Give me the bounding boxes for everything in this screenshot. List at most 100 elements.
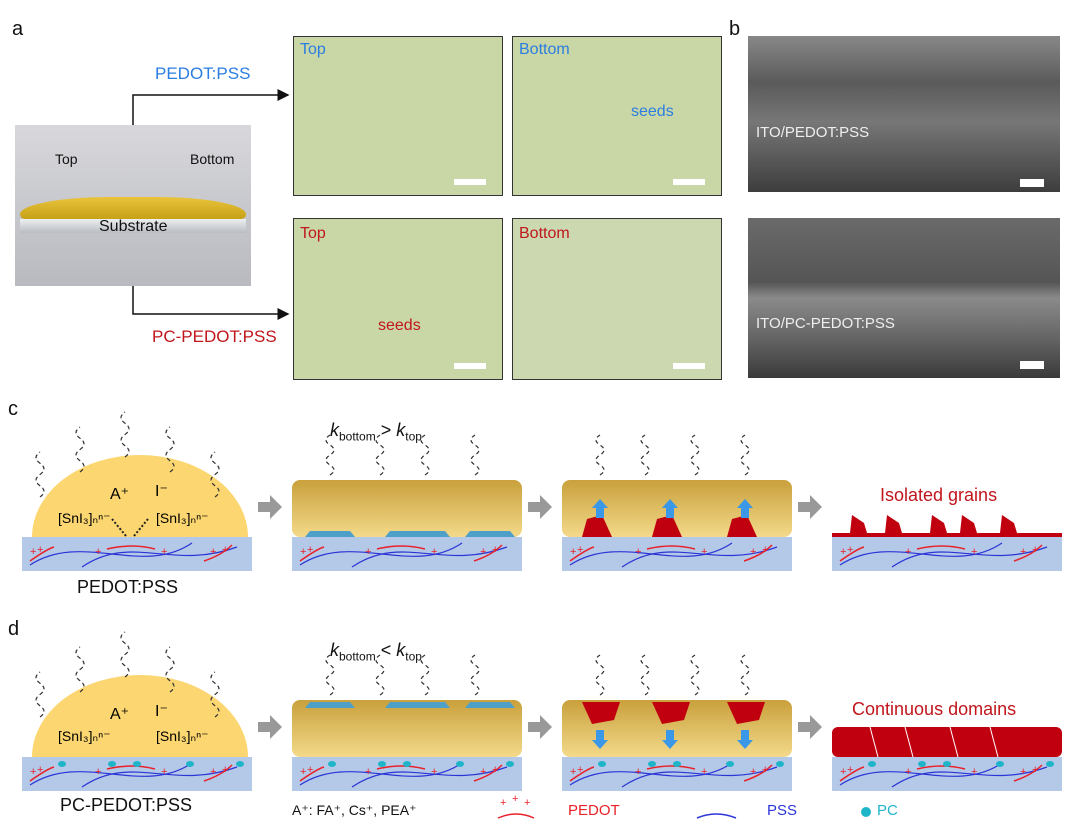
plus-charge: +	[300, 766, 306, 778]
pc-particle	[673, 761, 681, 767]
plus-charge: +	[701, 546, 707, 558]
substrate-glass	[20, 219, 246, 233]
plus-charge: +	[577, 764, 583, 776]
pss-chain	[891, 546, 1048, 568]
plus-charge: +	[570, 546, 576, 558]
plus-charge: +	[222, 764, 228, 776]
cation-label: A⁺	[110, 486, 130, 503]
pedot-chain	[29, 546, 55, 562]
result-label-c: Isolated grains	[880, 485, 998, 505]
plus-charge: +	[570, 766, 576, 778]
process-arrow	[798, 715, 822, 739]
pedot-chain	[916, 545, 966, 550]
pc-particle	[133, 761, 141, 767]
substrate-label: Substrate	[99, 218, 168, 235]
plus-charge: +	[701, 766, 707, 778]
seeds-label: seeds	[378, 317, 421, 334]
branch-arrow-upper	[132, 89, 290, 125]
grain-boundary	[989, 726, 999, 758]
plus-charge: +	[635, 766, 641, 778]
pc-particle	[506, 761, 514, 767]
grain	[582, 702, 620, 724]
pss-chain	[81, 546, 238, 568]
pc-particle	[726, 761, 734, 767]
pc-particle	[236, 761, 244, 767]
vapor-wave	[470, 654, 480, 696]
isolated-grain	[885, 515, 902, 533]
vapor-wave	[165, 646, 175, 693]
grain	[652, 702, 690, 724]
wet-film	[292, 700, 522, 757]
isolated-grain	[930, 515, 947, 533]
nucleation-seed	[385, 702, 450, 708]
plus-charge: +	[1020, 546, 1026, 558]
plus-charge: +	[95, 546, 101, 558]
growth-arrow-down	[662, 730, 678, 749]
pedot-chain	[743, 764, 773, 782]
plus-charge: +	[161, 546, 167, 558]
isolated-grain	[960, 515, 977, 533]
plus-charge: +	[512, 793, 518, 805]
grain-boundary	[869, 726, 879, 758]
pedot-chain	[646, 545, 696, 550]
sni3-label-right: [SnI₃]ₙⁿ⁻	[156, 510, 209, 526]
pedot-chain	[839, 766, 865, 782]
plus-charge: +	[307, 544, 313, 556]
nucleation-seed	[465, 702, 515, 708]
legend-cations: A⁺: FA⁺, Cs⁺, PEA⁺	[292, 802, 417, 818]
pedot-chain	[473, 544, 503, 562]
scale-bar	[454, 363, 486, 369]
nucleation-seed	[465, 531, 515, 537]
panel-label-d: d	[8, 618, 20, 640]
plus-charge: +	[847, 764, 853, 776]
perovskite-base	[832, 533, 1062, 537]
pss-chain	[621, 546, 778, 568]
nucleation-seed	[305, 531, 355, 537]
vapor-wave	[740, 434, 750, 476]
plus-charge: +	[840, 546, 846, 558]
pss-chain	[351, 546, 508, 568]
plus-charge: +	[431, 766, 437, 778]
process-arrow	[798, 495, 822, 519]
pc-particle	[598, 761, 606, 767]
plus-charge: +	[905, 766, 911, 778]
bottom-label: Bottom	[190, 151, 235, 167]
process-arrow	[258, 715, 282, 739]
plus-charge: +	[222, 544, 228, 556]
iodide-label: I⁻	[155, 483, 168, 500]
vapor-wave	[120, 411, 130, 458]
grain-boundary	[904, 726, 914, 758]
plus-charge: +	[307, 764, 313, 776]
vapor-wave	[740, 654, 750, 696]
plus-charge: +	[210, 546, 216, 558]
legend-pedot: PEDOT	[568, 802, 620, 819]
vapor-wave	[640, 654, 650, 696]
plus-charge: +	[750, 546, 756, 558]
pedot-chain	[376, 545, 426, 550]
plus-charge: +	[762, 764, 768, 776]
plus-charge: +	[1032, 764, 1038, 776]
plus-charge: +	[30, 766, 36, 778]
substrate-label-d: PC-PEDOT:PSS	[60, 795, 193, 815]
legend-pss: PSS	[767, 802, 798, 819]
iodide-label: I⁻	[155, 703, 168, 720]
micrograph-label: Top	[300, 41, 326, 58]
result-label-d: Continuous domains	[852, 699, 1017, 719]
scale-bar	[673, 363, 705, 369]
growth-arrow-up	[592, 499, 608, 518]
pc-particle	[58, 761, 66, 767]
pss-chain	[621, 766, 778, 788]
growth-arrow-down	[737, 730, 753, 749]
scale-bar	[1020, 361, 1044, 369]
vapor-wave	[75, 646, 85, 693]
plus-charge: +	[365, 546, 371, 558]
pc-particle	[456, 761, 464, 767]
pc-particle	[403, 761, 411, 767]
grain	[582, 515, 612, 537]
pss-chain	[351, 766, 508, 788]
isolated-grain	[1000, 515, 1017, 533]
cation-label: A⁺	[110, 706, 130, 723]
growth-arrow-up	[737, 499, 753, 518]
pc-particle	[186, 761, 194, 767]
